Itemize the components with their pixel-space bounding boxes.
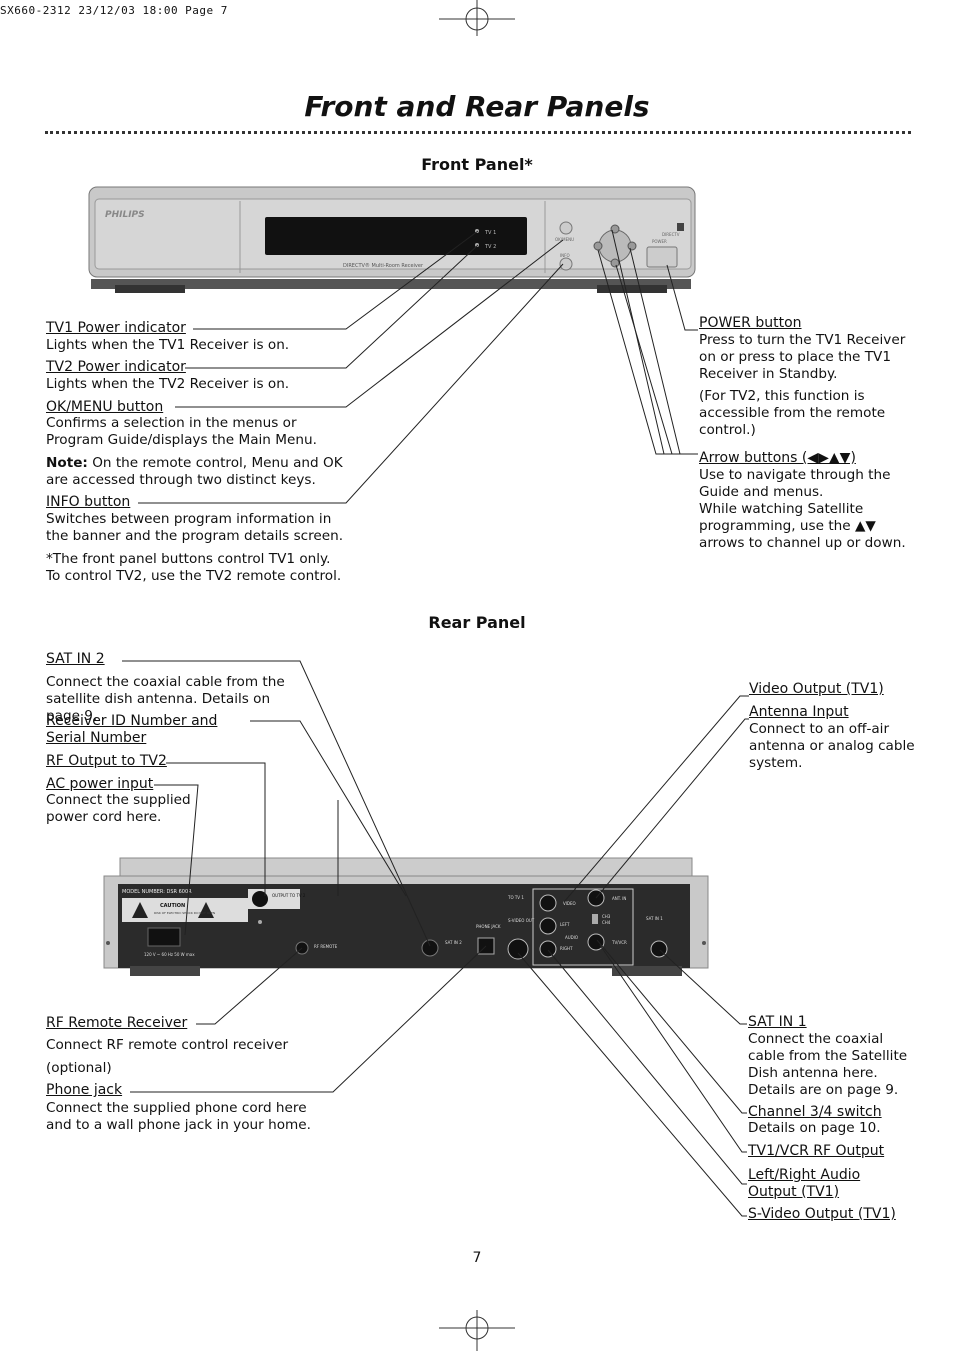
svg-text:CH3: CH3 [602,914,611,919]
ac-power-input-label: AC power input [46,776,154,792]
ac-power-input-desc: Connect the supplied power cord here. [46,792,191,825]
phone-jack-label: Phone jack [46,1082,123,1098]
registration-mark-top [439,0,515,36]
tv-vcr-rf-output-label: TV1/VCR RF Output [748,1143,885,1159]
svg-text:RISK OF ELECTRIC SHOCK DO NOT: RISK OF ELECTRIC SHOCK DO NOT OPEN [154,911,215,915]
svg-text:LEFT: LEFT [560,922,570,927]
svg-text:TV 2: TV 2 [484,244,496,250]
rf-remote-receiver-desc: Connect RF remote control receiver [46,1037,289,1053]
antenna-input-label: Antenna Input [749,704,849,720]
note-text: Note: On the remote control, Menu and OK… [46,455,343,488]
audio-output-label: Left/Right Audio Output (TV1) [748,1167,861,1200]
svg-text:INFO: INFO [560,253,570,258]
rf-remote-receiver-optional: (optional) [46,1060,112,1076]
ok-menu-button-desc: Confirms a selection in the menus or Pro… [46,415,317,448]
rf-output-tv2-label: RF Output to TV2 [46,753,167,769]
arrow-buttons-desc-2: While watching Satellite programming, us… [699,501,906,551]
svg-text:S-VIDEO OUT: S-VIDEO OUT [508,918,535,923]
power-button-desc: Press to turn the TV1 Receiver on or pre… [699,332,906,382]
channel-switch-desc: Details on page 10. [748,1120,881,1136]
svg-text:SAT IN 1: SAT IN 1 [646,916,663,921]
arrow-buttons-desc: Use to navigate through the Guide and me… [699,467,891,500]
svg-text:PHONE JACK: PHONE JACK [476,924,501,929]
svg-text:VIDEO: VIDEO [563,901,576,906]
rf-remote-receiver-label: RF Remote Receiver [46,1015,188,1031]
sat-in-1-label: SAT IN 1 [748,1014,807,1030]
svg-text:RF REMOTE: RF REMOTE [314,944,338,949]
svg-text:120 V ~ 60 Hz 50 W max: 120 V ~ 60 Hz 50 W max [144,952,195,957]
svg-text:SAT IN 2: SAT IN 2 [445,940,462,945]
front-panel-heading: Front Panel* [421,155,533,174]
receiver-id-label: Receiver ID Number and Serial Number [46,713,218,746]
svg-text:ANT. IN: ANT. IN [612,896,626,901]
front-footnote: *The front panel buttons control TV1 onl… [46,551,342,584]
tv2-power-indicator-label: TV2 Power indicator [46,359,186,375]
print-header: SX660-2312 23/12/03 18:00 Page 7 [0,4,228,17]
rear-panel-illustration: MODEL NUMBER: DSR 600R CAUTION RISK OF E… [103,857,709,976]
power-button-note: (For TV2, this function is accessible fr… [699,388,886,438]
video-output-label: Video Output (TV1) [749,681,884,697]
svg-text:DIRECTV® Multi-Room Receiver: DIRECTV® Multi-Room Receiver [343,262,424,269]
dotted-divider [45,131,911,134]
tv1-power-indicator-desc: Lights when the TV1 Receiver is on. [46,337,290,353]
svg-text:OK/MENU: OK/MENU [555,237,574,242]
svg-text:TV/VCR: TV/VCR [611,940,627,945]
phone-jack-desc: Connect the supplied phone cord here and… [46,1100,311,1133]
sat-in-2-label: SAT IN 2 [46,651,105,667]
tv2-power-indicator-desc: Lights when the TV2 Receiver is on. [46,376,290,392]
svg-text:AUDIO: AUDIO [565,935,578,940]
rear-panel-heading: Rear Panel [428,613,526,632]
svg-text:POWER: POWER [652,239,667,244]
registration-mark-bottom [439,1310,515,1351]
info-button-label: INFO button [46,494,131,510]
front-panel-illustration: PHILIPS TV 1 TV 2 DIRECTV® Multi-Room Re… [88,186,696,293]
sat-in-1-desc: Connect the coaxial cable from the Satel… [748,1031,908,1098]
page-number: 7 [472,1250,482,1266]
svg-text:DIRECTV: DIRECTV [662,232,680,237]
svg-text:OUTPUT TO TV 2: OUTPUT TO TV 2 [272,893,306,898]
antenna-input-desc: Connect to an off-air antenna or analog … [749,721,915,771]
tv1-power-indicator-label: TV1 Power indicator [46,320,186,336]
svg-text:TO TV 1: TO TV 1 [507,895,524,900]
arrow-buttons-label: Arrow buttons (◀▶▲▼) [699,450,856,466]
svg-text:CH4: CH4 [602,920,611,925]
svg-text:MODEL NUMBER: DSR 600R: MODEL NUMBER: DSR 600R [122,889,192,895]
s-video-output-label: S-Video Output (TV1) [748,1206,896,1222]
ok-menu-button-label: OK/MENU button [46,399,164,415]
svg-text:RIGHT: RIGHT [560,946,573,951]
page-title: Front and Rear Panels [304,90,650,123]
power-button-label: POWER button [699,315,802,331]
channel-switch-label: Channel 3/4 switch [748,1104,882,1120]
svg-text:CAUTION: CAUTION [160,903,185,909]
info-button-desc: Switches between program information in … [46,511,344,544]
svg-text:TV 1: TV 1 [484,230,496,236]
front-brand-text: PHILIPS [105,210,145,220]
